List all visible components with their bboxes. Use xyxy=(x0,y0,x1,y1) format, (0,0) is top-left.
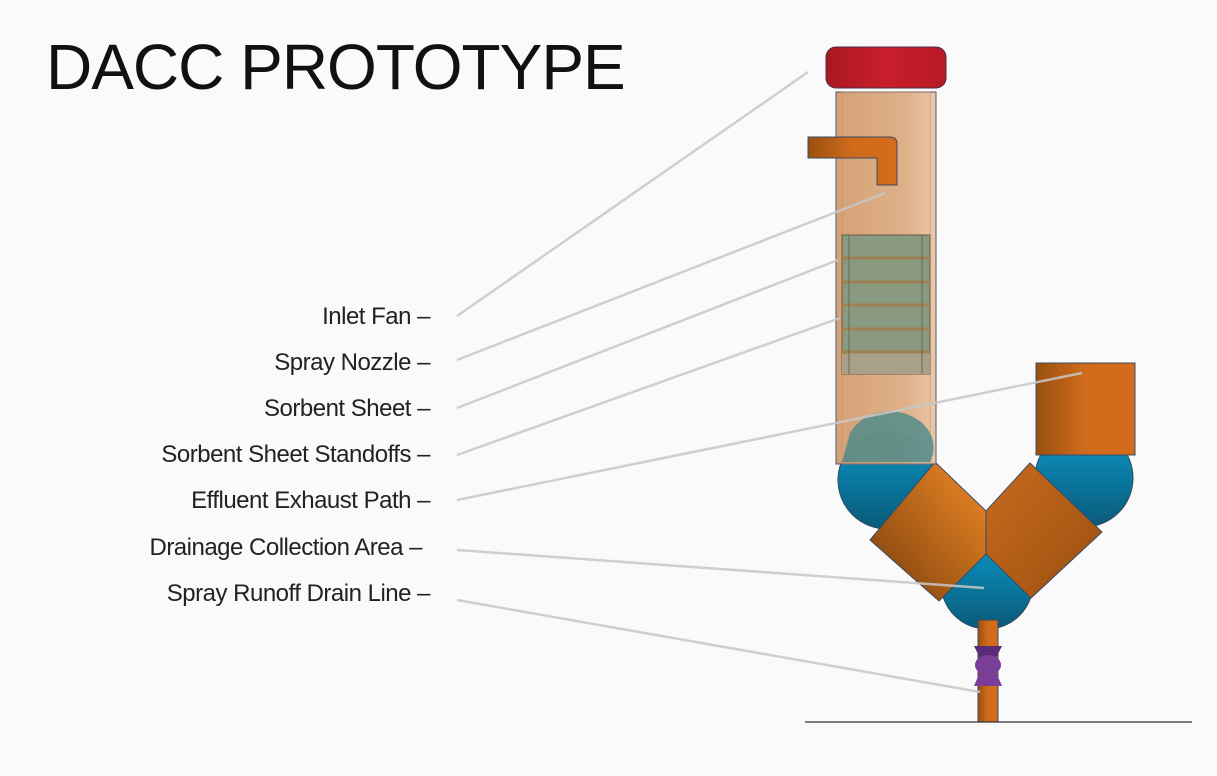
label-drainage-collection-area: Drainage Collection Area – xyxy=(149,534,422,561)
page-title: DACC PROTOTYPE xyxy=(46,31,626,103)
label-sorbent-sheet: Sorbent Sheet – xyxy=(264,395,430,422)
right-y-elbow xyxy=(985,462,1103,599)
inlet-fan xyxy=(825,46,947,89)
label-spray-runoff-drain-line: Spray Runoff Drain Line – xyxy=(166,580,431,607)
drain-valve xyxy=(974,646,1002,686)
left-y-elbow xyxy=(869,461,987,602)
label-sorbent-sheet-standoffs: Sorbent Sheet Standoffs – xyxy=(161,441,430,468)
effluent-exhaust-pipe xyxy=(1035,362,1136,456)
sorbent-sheet-stack xyxy=(841,234,931,375)
spray-nozzle xyxy=(807,136,898,186)
leader-lines xyxy=(456,70,1083,694)
label-spray-nozzle: Spray Nozzle – xyxy=(274,349,430,376)
label-effluent-exhaust-path: Effluent Exhaust Path – xyxy=(191,487,430,514)
label-inlet-fan: Inlet Fan – xyxy=(322,303,430,330)
